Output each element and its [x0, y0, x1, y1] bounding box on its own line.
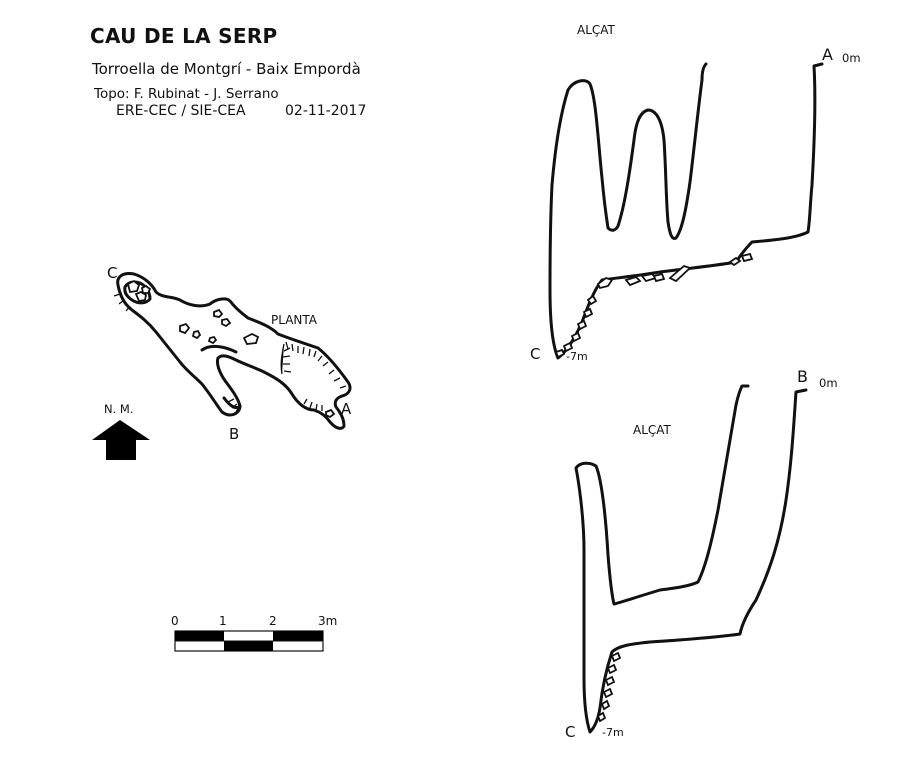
plan-block [242, 332, 260, 345]
elevation-block [570, 331, 582, 343]
elevation-block [610, 651, 622, 663]
elevation-block [586, 294, 598, 306]
elevation-top-blocks [554, 252, 754, 359]
plan-hatching [113, 293, 347, 413]
plan-constriction [200, 344, 238, 354]
elevation-block [606, 663, 618, 675]
plan-point-a: A [341, 400, 352, 418]
survey-organization: ERE-CEC / SIE-CEA [116, 103, 246, 119]
scale-bar-segment [224, 641, 273, 651]
elevation-block [624, 275, 642, 287]
elevation-bottom-blocks [596, 651, 622, 723]
scale-tick-label: 2 [269, 614, 277, 628]
plan-block [325, 408, 336, 419]
plan-block [191, 329, 202, 340]
elevation-top-depth-a: 0m [842, 51, 861, 65]
elevation-block [576, 319, 588, 331]
elevation-bottom-depth-b: 0m [819, 376, 838, 390]
elevation-bottom-label: ALÇAT [633, 423, 672, 437]
elevation-top-label: ALÇAT [577, 23, 616, 37]
plan-block [179, 322, 191, 335]
elevation-bottom-point-b: B [797, 367, 808, 386]
plan-block [213, 308, 224, 318]
plan-point-b: B [229, 425, 239, 443]
elevation-top-depth-c: -7m [566, 350, 588, 363]
elevation-block [600, 699, 611, 711]
elevation-top-point-a: A [822, 45, 833, 64]
survey-authors: Topo: F. Rubinat - J. Serrano [94, 86, 279, 102]
scale-bar: 0 1 2 3m [171, 614, 337, 652]
scale-tick-label: 1 [219, 614, 227, 628]
plan-block [207, 335, 218, 345]
elevation-bottom-outline [574, 384, 808, 734]
elevation-block [668, 264, 692, 283]
plan-block [134, 290, 148, 303]
north-arrow-icon [92, 420, 150, 460]
scale-tick-label: 0 [171, 614, 179, 628]
elevation-block [562, 341, 574, 353]
elevation-block [740, 252, 754, 263]
scale-bar-segment [175, 631, 224, 641]
survey-title: CAU DE LA SERP [90, 24, 278, 48]
plan-entrance-b-tongue [222, 396, 242, 410]
elevation-block [554, 348, 566, 359]
plan-point-c: C [107, 264, 117, 282]
elevation-block [728, 256, 742, 267]
elevation-top-point-c: C [530, 345, 540, 363]
elevation-block [596, 711, 607, 723]
scale-tick-label: 3m [318, 614, 337, 628]
plan-blocks [126, 279, 336, 419]
plan-block [126, 279, 141, 294]
elevation-bottom-point-c: C [565, 723, 575, 741]
north-label: N. M. [104, 402, 134, 416]
plan-label: PLANTA [271, 313, 318, 327]
plan-view [116, 272, 352, 430]
elevation-block [652, 272, 666, 283]
elevation-block [602, 687, 614, 699]
survey-location: Torroella de Montgrí - Baix Empordà [92, 60, 361, 78]
elevation-block [596, 276, 614, 290]
scale-bar-segment [273, 631, 323, 641]
plan-block [140, 284, 152, 294]
survey-date: 02-11-2017 [285, 103, 367, 119]
plan-cave-outline [116, 272, 352, 430]
plan-block [221, 318, 232, 328]
elevation-bottom-depth-c: -7m [602, 726, 624, 739]
elevation-block [582, 307, 594, 319]
plan-hatch-marks [113, 293, 347, 413]
elevation-bottom-view [574, 384, 808, 734]
elevation-block [604, 675, 616, 687]
